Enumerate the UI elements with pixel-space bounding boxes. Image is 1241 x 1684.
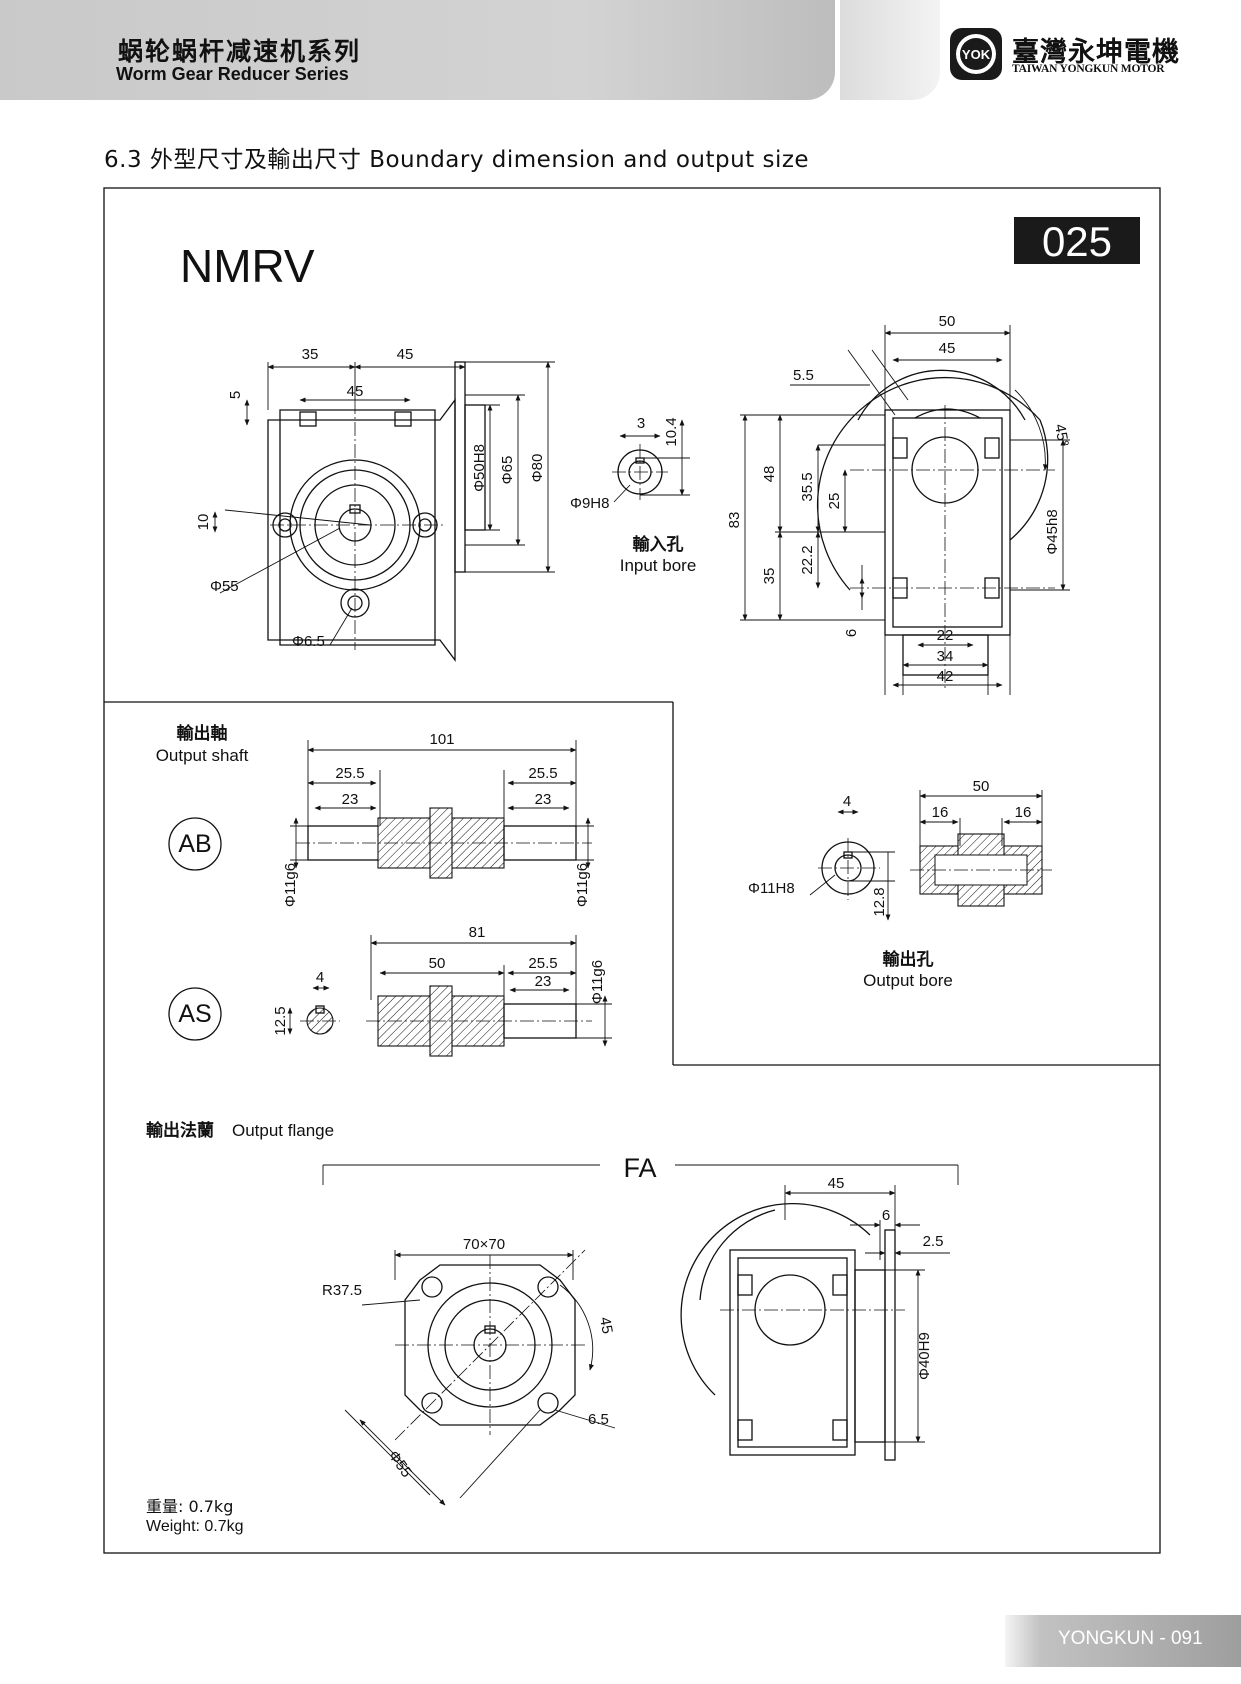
output-shaft-label-cn: 輸出軸 (177, 723, 228, 744)
svg-text:50: 50 (429, 955, 446, 972)
flange-side-view (680, 1202, 905, 1461)
svg-text:25.5: 25.5 (335, 765, 364, 782)
svg-text:45: 45 (828, 1175, 845, 1192)
input-bore-view: 3 10.4 Φ9H8 輸入孔 Input bore (570, 415, 696, 575)
output-flange-label-en: Output flange (232, 1121, 334, 1140)
svg-text:50: 50 (939, 313, 956, 330)
yongkun-logo: YOK (950, 28, 1002, 80)
svg-text:10: 10 (195, 514, 212, 531)
svg-text:AB: AB (178, 830, 211, 858)
page-header: 蜗轮蜗杆减速机系列 Worm Gear Reducer Series YOK 臺… (0, 0, 1241, 100)
svg-text:Φ45h8: Φ45h8 (1044, 509, 1061, 554)
svg-text:50: 50 (973, 778, 990, 795)
svg-text:Φ11g6: Φ11g6 (574, 863, 591, 907)
svg-text:輸入孔: 輸入孔 (633, 534, 684, 555)
svg-text:Φ55: Φ55 (210, 578, 239, 595)
size-badge: 025 (1042, 218, 1112, 265)
svg-text:Input bore: Input bore (620, 556, 697, 575)
svg-text:45: 45 (347, 383, 364, 400)
svg-text:45°: 45° (1051, 423, 1072, 448)
svg-text:3: 3 (637, 415, 645, 432)
model-name: NMRV (180, 240, 315, 292)
svg-text:AS: AS (178, 1000, 211, 1028)
svg-text:6: 6 (843, 629, 860, 637)
svg-text:6: 6 (882, 1207, 890, 1224)
svg-text:4: 4 (316, 969, 324, 986)
svg-text:12.5: 12.5 (272, 1006, 289, 1035)
size-badge-bg (1014, 217, 1140, 264)
svg-text:5.5: 5.5 (793, 367, 814, 384)
output-shaft-ab: AB 101 25.5 25.5 23 23 Φ11g6 Φ11g6 (168, 731, 594, 907)
svg-text:16: 16 (1015, 804, 1032, 821)
svg-text:Φ11g6: Φ11g6 (282, 863, 299, 907)
svg-text:輸出孔: 輸出孔 (883, 949, 934, 970)
drawing-frame (103, 187, 1161, 1554)
header-band-accent (840, 0, 940, 100)
output-shaft-label-en: Output shaft (156, 746, 249, 765)
page-number: YONGKUN - 091 (1058, 1628, 1203, 1649)
svg-text:35.5: 35.5 (799, 472, 816, 501)
svg-text:R37.5: R37.5 (322, 1282, 362, 1299)
side-view (816, 369, 1055, 690)
svg-text:Φ50H8: Φ50H8 (471, 444, 488, 492)
svg-text:25: 25 (826, 493, 843, 510)
svg-text:Φ9H8: Φ9H8 (570, 495, 610, 512)
svg-text:4: 4 (843, 793, 851, 810)
svg-text:6.5: 6.5 (588, 1411, 609, 1428)
svg-text:23: 23 (535, 791, 552, 808)
svg-text:45: 45 (596, 1316, 616, 1335)
flange-front-view (394, 1249, 586, 1441)
svg-text:12.8: 12.8 (871, 887, 888, 916)
svg-text:48: 48 (761, 466, 778, 483)
svg-text:25.5: 25.5 (528, 955, 557, 972)
footer-band (1005, 1615, 1241, 1667)
svg-text:25.5: 25.5 (528, 765, 557, 782)
header-band (0, 0, 835, 100)
output-flange-label-cn: 輸出法蘭 (146, 1120, 214, 1141)
svg-text:Φ6.5: Φ6.5 (292, 633, 325, 650)
svg-text:Φ11g6: Φ11g6 (589, 960, 606, 1004)
svg-text:23: 23 (342, 791, 359, 808)
flange-front-dims: 70×70 R37.5 45 6.5 Φ55 (322, 1236, 616, 1506)
svg-text:Φ80: Φ80 (529, 454, 546, 483)
brand-name-cn: 臺灣永坤電機 (1012, 37, 1180, 68)
output-bore-view: 4 12.8 Φ11H8 50 16 16 輸出孔 Output bore (748, 778, 1052, 990)
side-view-dims: 50 45 5.5 45° 83 48 35 35.5 25 22.2 6 Φ4… (726, 313, 1072, 695)
svg-text:5: 5 (227, 391, 244, 399)
svg-text:35: 35 (761, 568, 778, 585)
output-shaft-as: AS 4 12.5 81 50 25.5 23 Φ11g6 (168, 924, 612, 1057)
svg-text:Φ11H8: Φ11H8 (748, 880, 795, 897)
svg-text:42: 42 (937, 668, 954, 685)
svg-text:22.2: 22.2 (799, 545, 816, 574)
flange-type-title: FA (322, 1153, 959, 1185)
svg-text:81: 81 (469, 924, 486, 941)
brand-name-en: TAIWAN YONGKUN MOTOR (1012, 63, 1165, 75)
svg-text:83: 83 (726, 512, 743, 529)
svg-text:45: 45 (939, 340, 956, 357)
svg-text:35: 35 (302, 346, 319, 363)
svg-text:YOK: YOK (962, 47, 991, 62)
svg-text:Output bore: Output bore (863, 971, 953, 990)
series-title-en: Worm Gear Reducer Series (116, 64, 349, 84)
front-view (219, 361, 486, 662)
flange-side-dims: 45 6 2.5 Φ40H9 (784, 1175, 950, 1443)
front-view-dims: 35 45 45 5 10 Φ55 Φ6.5 Φ50H8 Φ65 Φ80 (195, 346, 555, 650)
series-title-cn: 蜗轮蜗杆减速机系列 (118, 37, 362, 66)
weight-cn: 重量: 0.7kg (146, 1497, 233, 1516)
svg-text:45: 45 (397, 346, 414, 363)
section-title: 6.3 外型尺寸及輸出尺寸 Boundary dimension and out… (104, 147, 810, 173)
svg-text:Φ65: Φ65 (499, 456, 516, 485)
svg-text:23: 23 (535, 973, 552, 990)
svg-text:10.4: 10.4 (663, 417, 680, 446)
svg-text:22: 22 (937, 627, 954, 644)
weight-en: Weight: 0.7kg (146, 1518, 244, 1535)
svg-text:101: 101 (429, 731, 454, 748)
svg-text:Φ40H9: Φ40H9 (916, 1332, 933, 1380)
svg-text:16: 16 (932, 804, 949, 821)
svg-text:70×70: 70×70 (463, 1236, 505, 1253)
svg-text:34: 34 (937, 648, 954, 665)
svg-text:FA: FA (623, 1153, 656, 1183)
svg-text:2.5: 2.5 (923, 1233, 944, 1250)
